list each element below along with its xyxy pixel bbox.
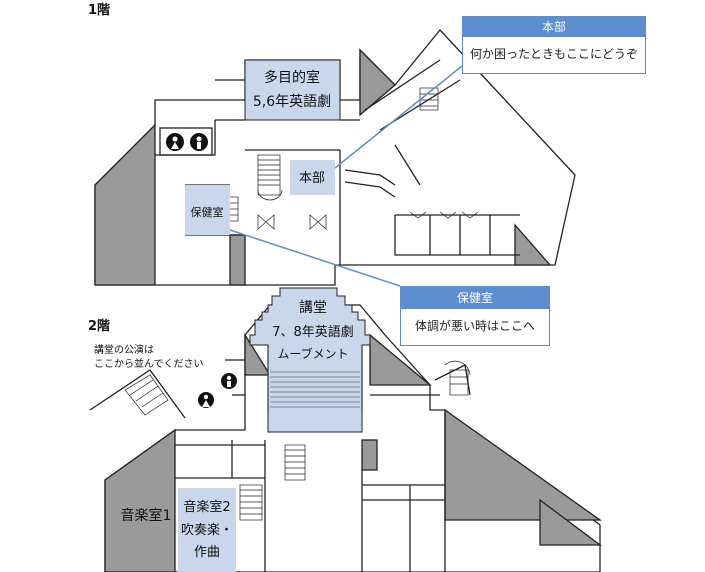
tamokuteki-name: 多目的室 [264, 69, 320, 86]
callout-hoken-body: 体調が悪い時はここへ [414, 319, 535, 333]
restroom-icon [198, 373, 237, 408]
ongaku1-label: 音楽室1 [121, 507, 172, 524]
room-honbu [290, 160, 335, 195]
kodo-seating [267, 345, 363, 412]
restroom-icon [166, 133, 208, 151]
queue-note: 講堂の公演は ここから並んでください [94, 344, 204, 372]
callout-honbu-body: 何か困ったときもここにどうぞ [469, 47, 638, 61]
room-ongaku2 [178, 488, 236, 572]
ongaku2-event2: 作曲 [194, 545, 220, 560]
floor1-plan [94, 29, 576, 286]
honbu-label: 本部 [299, 171, 325, 186]
floor2-heading: 2階 [88, 318, 110, 334]
callout-honbu: 本部 何か困ったときもここにどうぞ [462, 16, 646, 74]
kodo-name: 講堂 [299, 300, 327, 316]
kodo-event1: 7、8年英語劇 [272, 324, 354, 340]
floor1-heading: 1階 [88, 2, 110, 18]
floor2-plan [89, 304, 603, 572]
door-icon [257, 211, 479, 230]
tamokuteki-event: 5,6年英語劇 [253, 93, 331, 110]
callout-honbu-title: 本部 [463, 17, 645, 37]
callout-line-honbu [334, 65, 463, 169]
stair-icon [124, 360, 471, 521]
callout-line-hoken [229, 229, 401, 287]
callout-hoken-title: 保健室 [401, 287, 549, 309]
room-kodo [249, 287, 371, 433]
queue-note-line2: ここから並んでください [94, 359, 204, 370]
room-tamokuteki [244, 59, 341, 121]
kodo-event2: ムーブメント [277, 346, 348, 361]
hoken-label: 保健室 [191, 205, 224, 219]
stair-icon [227, 87, 439, 222]
queue-note-line1: 講堂の公演は [94, 345, 154, 356]
callout-hoken: 保健室 体調が悪い時はここへ [400, 286, 550, 346]
ongaku2-name: 音楽室2 [183, 499, 230, 515]
room-hokenshitsu [185, 185, 230, 235]
ongaku2-event1: 吹奏楽・ [181, 522, 233, 538]
